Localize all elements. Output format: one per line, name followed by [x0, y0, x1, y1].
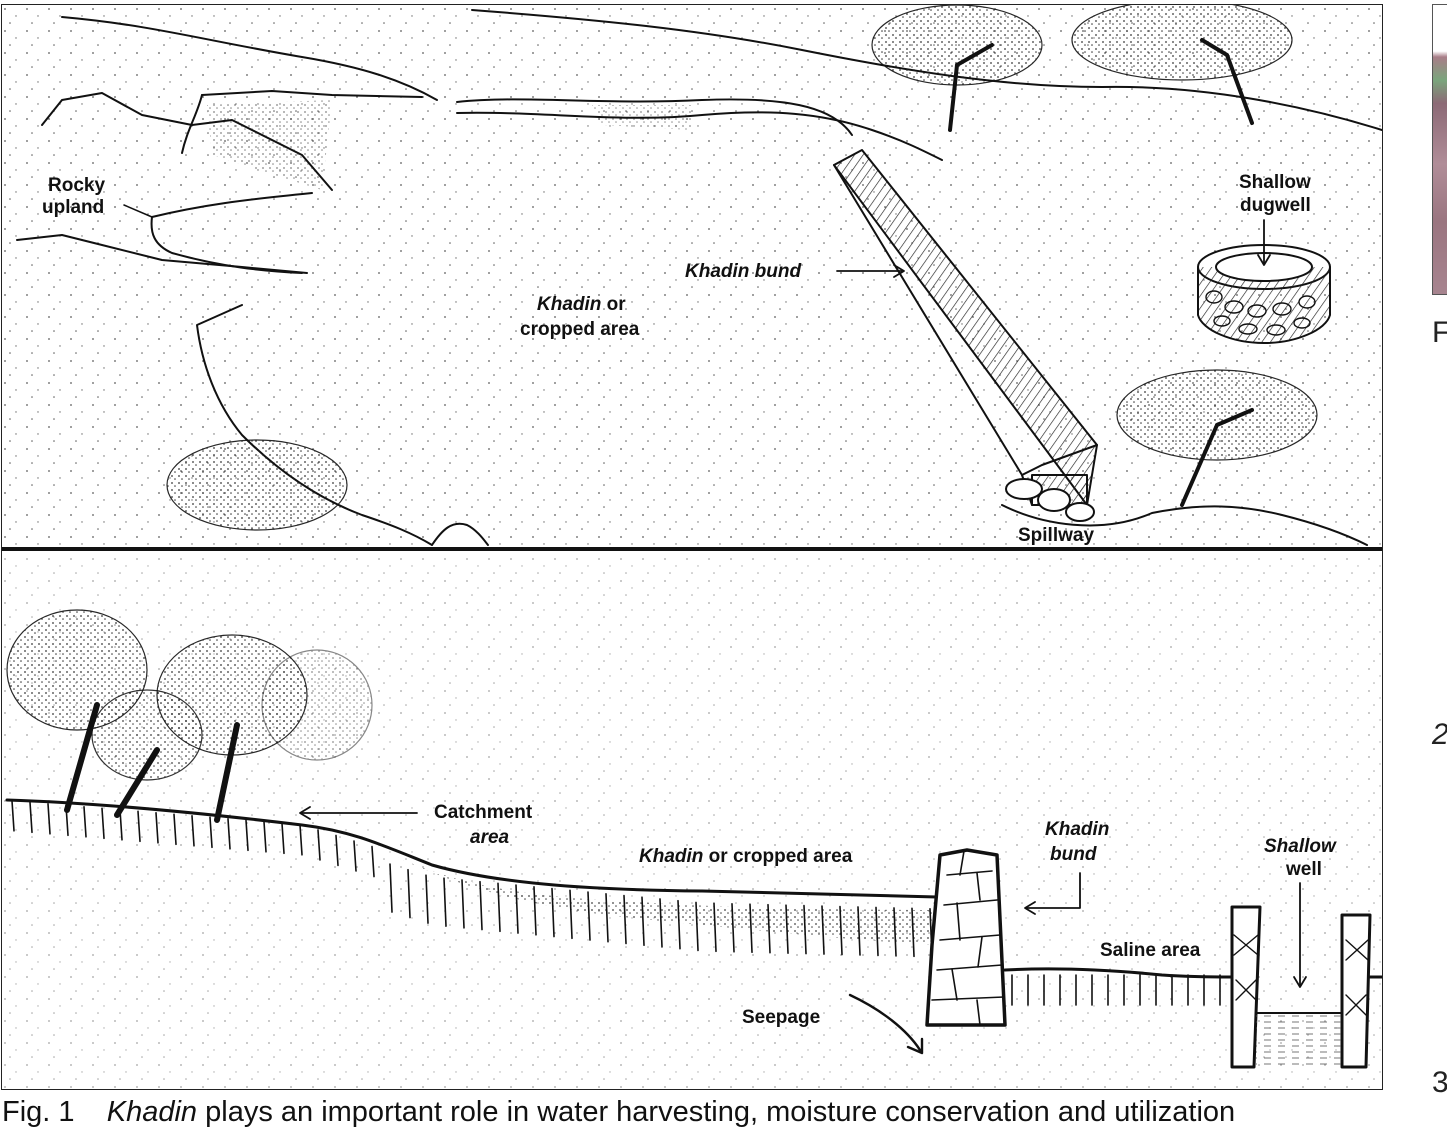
label-upland: upland [42, 197, 104, 218]
caption-prefix: Fig. 1 [2, 1096, 75, 1128]
label-seepage: Seepage [742, 1007, 820, 1028]
label-rocky: Rocky [48, 175, 105, 196]
label-khadin-area: Khadin or [537, 294, 626, 315]
label-catchment-area: area [470, 827, 510, 848]
label-khadin-bund: Khadin bund [685, 261, 801, 282]
side-number-3: 3 [1432, 1066, 1447, 1099]
caption-italic: Khadin [106, 1096, 198, 1128]
top-labels: Rocky upland Khadin or cropped area Khad… [42, 172, 1311, 546]
label-shallow-well-2: well [1285, 859, 1322, 880]
label-dugwell: dugwell [1240, 195, 1311, 216]
label-spillway: Spillway [1018, 525, 1094, 546]
side-letter-f: F [1432, 316, 1447, 349]
diagram-frame: Rocky upland Khadin or cropped area Khad… [1, 4, 1383, 1090]
label-saline-area: Saline area [1100, 940, 1201, 961]
label-khadin-cropped: Khadin or cropped area [639, 846, 853, 867]
label-shallow-well-1: Shallow [1264, 836, 1337, 857]
label-catchment: Catchment [434, 802, 533, 823]
label-cropped-area: cropped area [520, 319, 640, 340]
side-photo-thumbnail [1432, 4, 1447, 295]
side-number-2: 2 [1432, 720, 1447, 750]
label-bund-khadin: Khadin [1045, 819, 1109, 840]
top-landscape [2, 5, 1382, 546]
caption-rest: plays an important role in water harvest… [197, 1096, 1236, 1128]
label-shallow: Shallow [1239, 172, 1311, 193]
label-bund: bund [1050, 844, 1097, 865]
khadin-illustration: Rocky upland Khadin or cropped area Khad… [2, 5, 1382, 1089]
bottom-labels: Catchment area Khadin or cropped area Kh… [434, 802, 1337, 1028]
figure-caption: Fig. 1 Khadin plays an important role in… [2, 1098, 1235, 1127]
bottom-cross-section [2, 553, 1382, 1089]
